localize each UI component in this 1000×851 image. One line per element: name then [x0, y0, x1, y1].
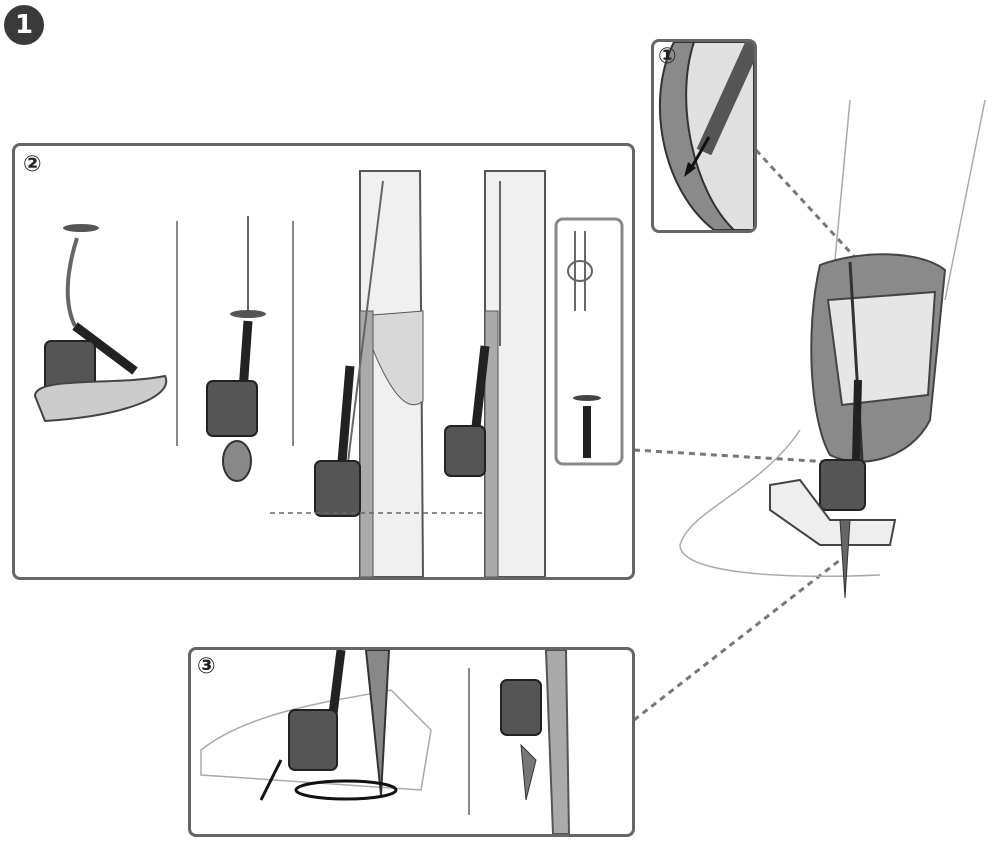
- detail-label-3: ③: [197, 654, 216, 679]
- leader-lines: [633, 148, 864, 722]
- detail-label-2: ②: [23, 152, 42, 177]
- cord-device-2: [206, 216, 266, 482]
- cord-device-1: [33, 224, 168, 423]
- detail-panel-2: ②: [12, 143, 635, 580]
- leg-outline: [679, 99, 986, 577]
- boot-install-1: [270, 170, 535, 577]
- binding-sequence-illustration: [33, 170, 624, 577]
- strap-attachment-illustration: [200, 650, 571, 834]
- dividers: [176, 221, 294, 446]
- boot-tongue-illustration: [658, 42, 754, 230]
- detail-label-1: ①: [658, 44, 677, 69]
- boot: [769, 253, 947, 599]
- detail-panel-3: ③: [188, 647, 635, 837]
- detail-panel-1: ①: [651, 39, 757, 233]
- step-number-badge: 1: [4, 5, 44, 45]
- boot-install-2: [444, 170, 546, 577]
- knot-inset: [554, 217, 624, 466]
